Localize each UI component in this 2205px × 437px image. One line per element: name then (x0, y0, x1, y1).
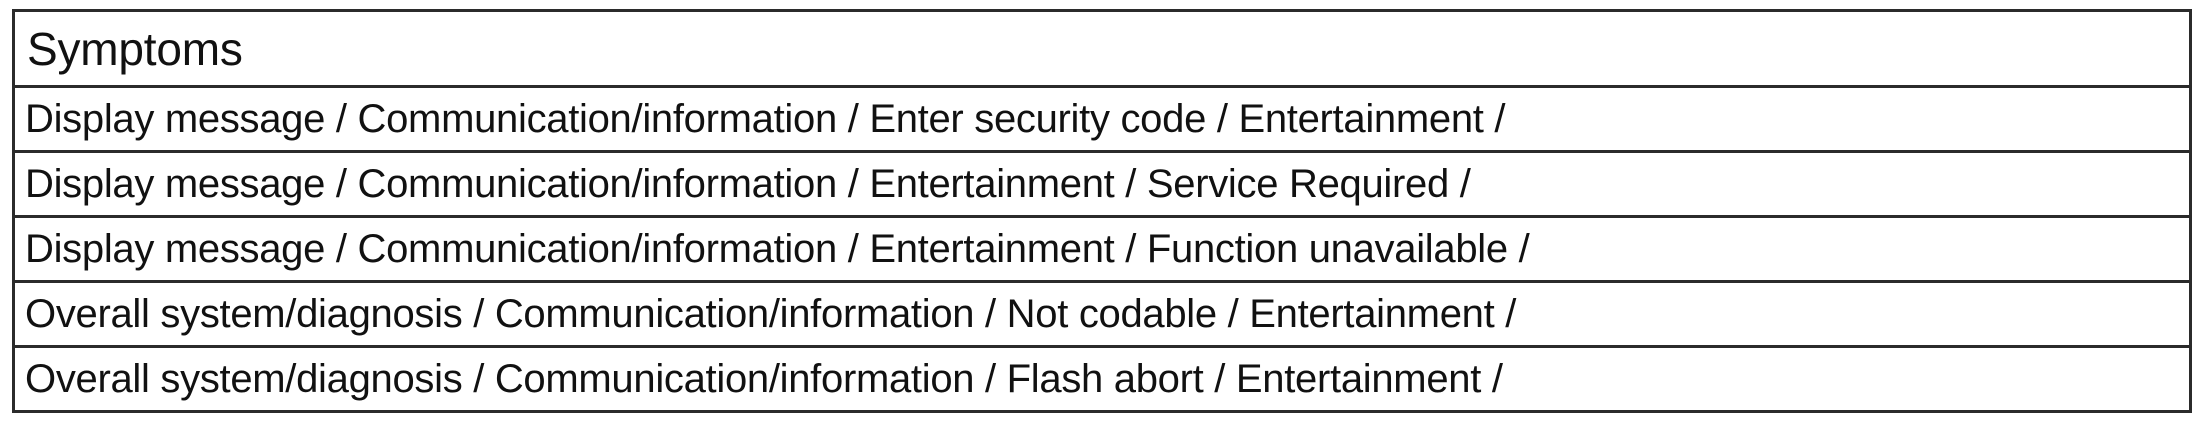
table-row: Overall system/diagnosis / Communication… (12, 345, 2192, 413)
symptoms-table: Symptoms Display message / Communication… (12, 9, 2192, 413)
table-row: Display message / Communication/informat… (12, 215, 2192, 283)
symptom-cell-3: Display message / Communication/informat… (12, 215, 2192, 283)
table-row: Display message / Communication/informat… (12, 85, 2192, 153)
symptom-cell-5: Overall system/diagnosis / Communication… (12, 345, 2192, 413)
table-header-row: Symptoms (12, 9, 2192, 88)
symptom-cell-4: Overall system/diagnosis / Communication… (12, 280, 2192, 348)
symptom-cell-1: Display message / Communication/informat… (12, 85, 2192, 153)
symptoms-table-body: Symptoms Display message / Communication… (12, 9, 2192, 413)
column-header-symptoms: Symptoms (12, 9, 2192, 88)
table-row: Display message / Communication/informat… (12, 150, 2192, 218)
table-row: Overall system/diagnosis / Communication… (12, 280, 2192, 348)
symptom-cell-2: Display message / Communication/informat… (12, 150, 2192, 218)
